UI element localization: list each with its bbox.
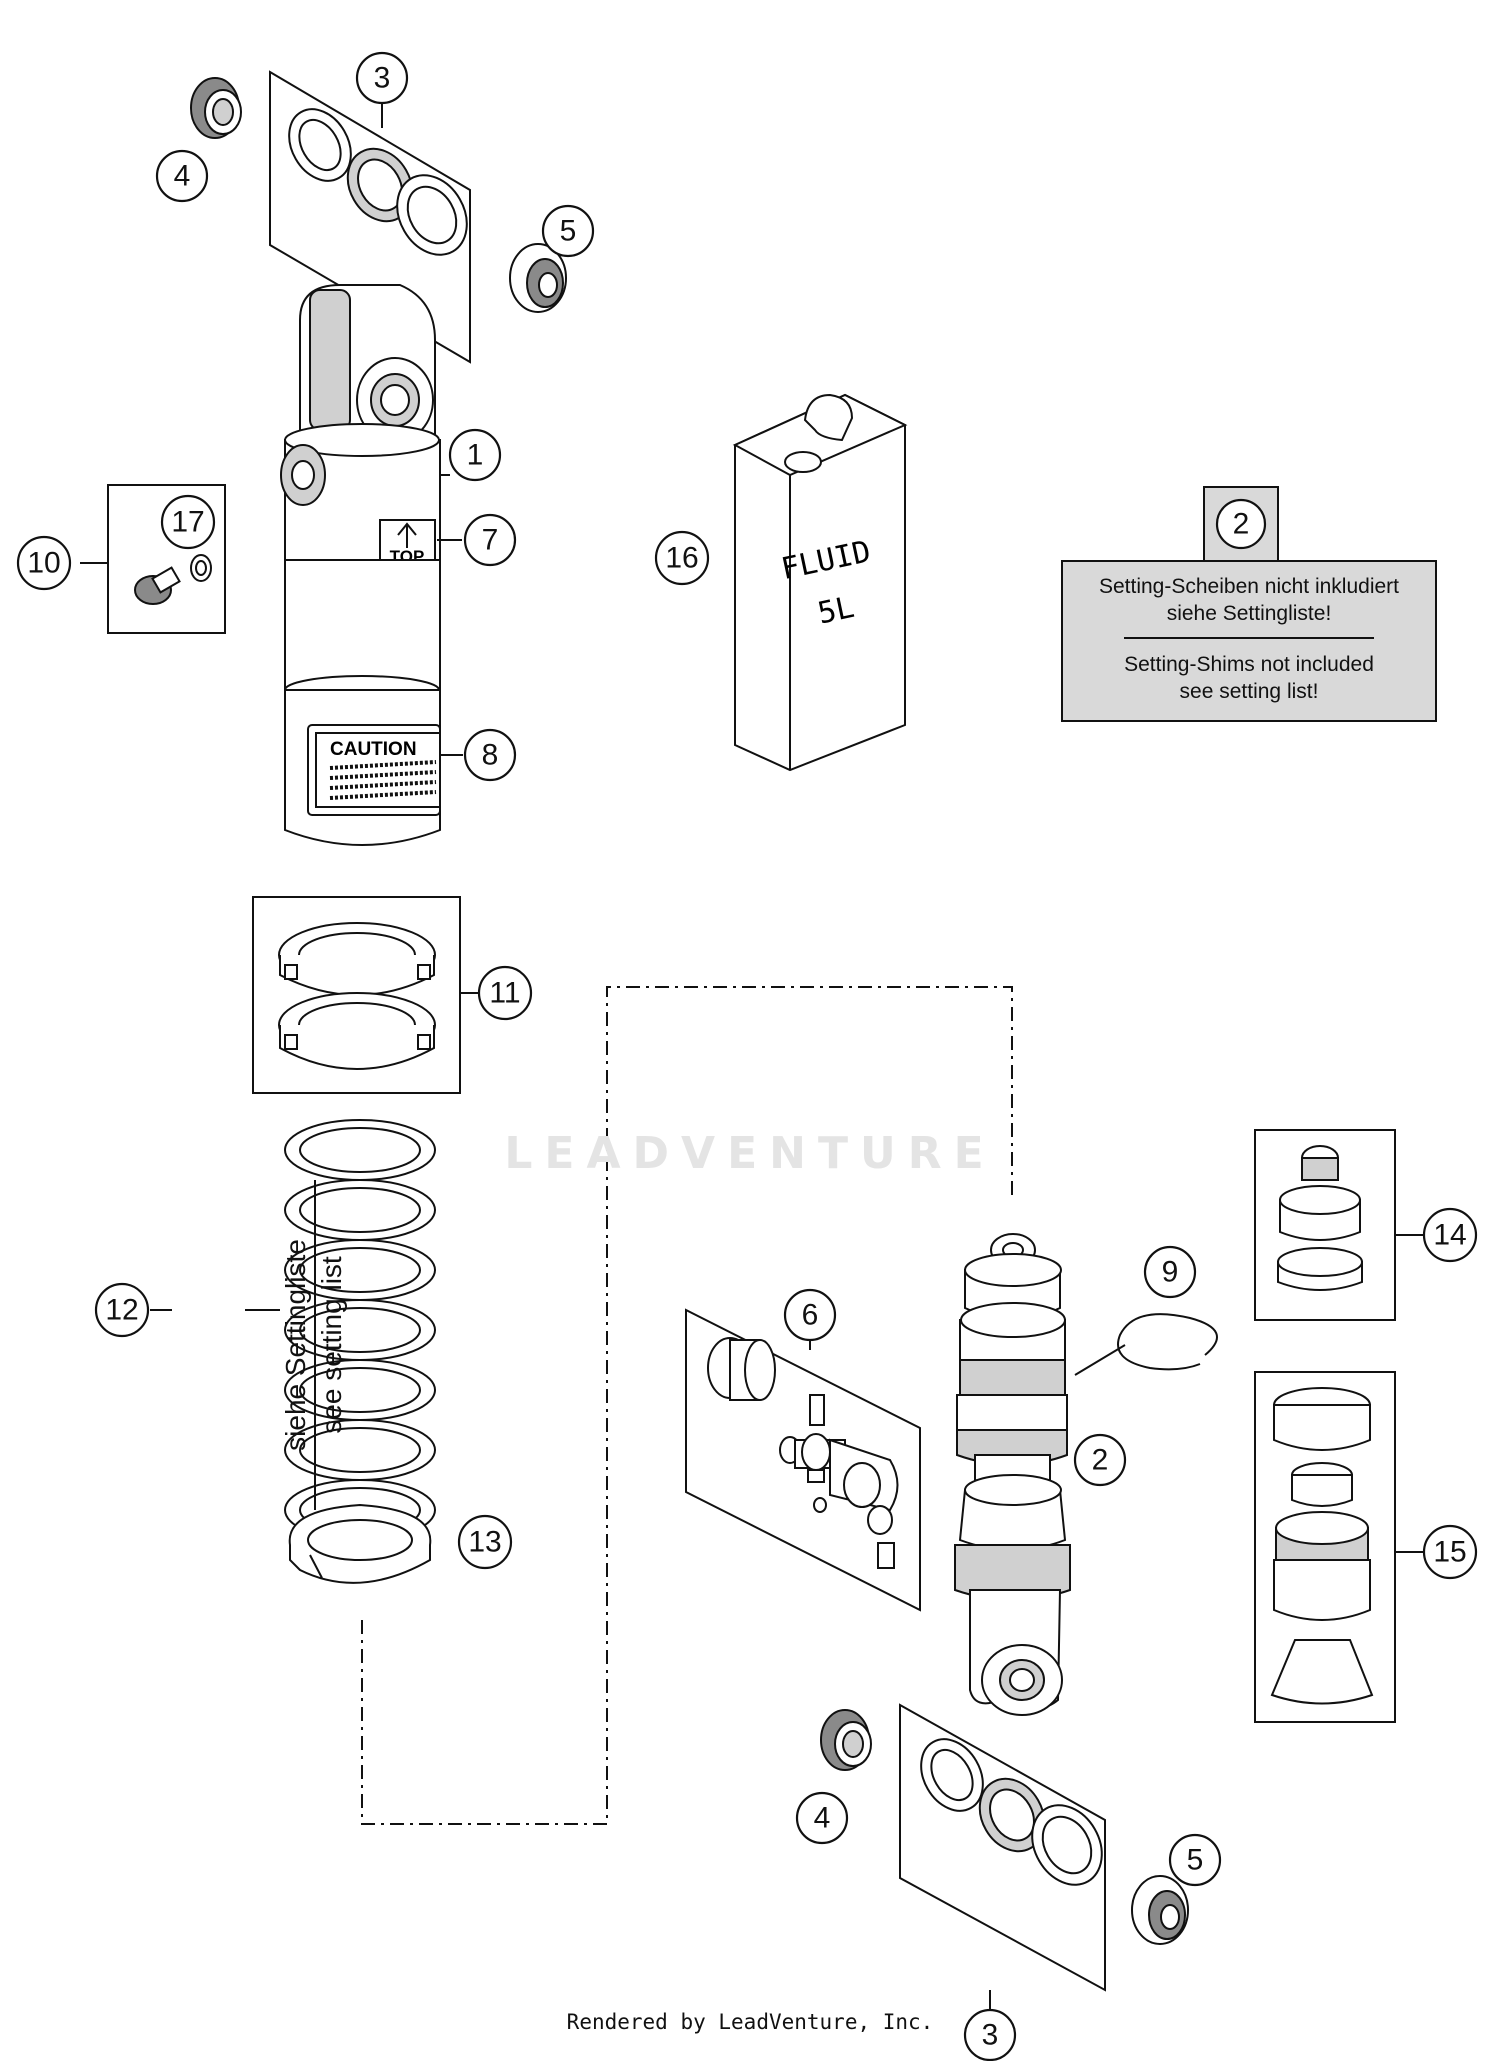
- svg-text:3: 3: [982, 2019, 999, 2052]
- svg-text:2: 2: [1092, 1444, 1109, 1477]
- svg-text:4: 4: [814, 1802, 831, 1835]
- piston-kit-14: [1254, 1129, 1396, 1321]
- spring-seat: [288, 1503, 432, 1584]
- callout-2-damper: 2: [1073, 1433, 1127, 1487]
- callout-6: 6: [783, 1288, 837, 1342]
- setting-note: Setting-Scheiben nicht inkludiert siehe …: [1061, 560, 1437, 722]
- shock-absorber-body: TOP CAUTION: [280, 284, 441, 846]
- svg-text:16: 16: [665, 542, 698, 575]
- spring-label-de: siehe Settingliste: [280, 1180, 316, 1510]
- callout-17: 17: [160, 494, 216, 550]
- callout-7: 7: [463, 513, 517, 567]
- spring-setting-label: siehe Settingliste see setting list: [280, 1180, 350, 1510]
- svg-text:8: 8: [482, 739, 499, 772]
- bushing-4-top: [190, 77, 242, 139]
- note-tab: 2: [1203, 486, 1279, 562]
- fluid-can: FLUID 5L: [732, 393, 908, 772]
- damper-assembly: [954, 1233, 1071, 1716]
- callout-10: 10: [16, 535, 72, 591]
- callout-16: 16: [654, 530, 710, 586]
- piston-kit-15: [1254, 1371, 1396, 1723]
- bearing-kit-top: [269, 70, 471, 364]
- svg-text:3: 3: [374, 62, 391, 95]
- lock-ring-kit: [252, 896, 461, 1094]
- callout-13: 13: [457, 1514, 513, 1570]
- note-de-line1: Setting-Scheiben nicht inkludiert: [1098, 575, 1399, 598]
- callout-8: 8: [463, 728, 517, 782]
- bushing-5-bottom: [1131, 1875, 1189, 1945]
- svg-text:5: 5: [560, 215, 577, 248]
- footer-credit: Rendered by LeadVenture, Inc.: [566, 2010, 934, 2034]
- svg-text:10: 10: [27, 547, 60, 580]
- callout-5-top: 5: [541, 204, 595, 258]
- callout-14: 14: [1422, 1207, 1478, 1263]
- note-en-line2: see setting list!: [1179, 680, 1319, 703]
- bushing-5-top: [509, 243, 567, 313]
- callout-2-note: 2: [1233, 508, 1250, 541]
- bushing-4-bottom: [820, 1709, 872, 1771]
- svg-text:5: 5: [1187, 1844, 1204, 1877]
- callout-4-bottom: 4: [795, 1791, 849, 1845]
- svg-text:14: 14: [1433, 1219, 1466, 1252]
- svg-text:15: 15: [1433, 1536, 1466, 1569]
- svg-text:4: 4: [174, 160, 191, 193]
- bearing-kit-bottom: [899, 1703, 1106, 1992]
- note-en-line1: Setting-Shims not included: [1124, 653, 1374, 676]
- spring-label-en: see setting list: [316, 1256, 347, 1434]
- can-label-line2: 5L: [815, 590, 858, 632]
- caution-label: CAUTION: [330, 739, 417, 760]
- callout-3-top: 3: [355, 51, 409, 105]
- svg-text:9: 9: [1162, 1256, 1179, 1289]
- note-de-line2: siehe Settingliste!: [1166, 602, 1332, 625]
- callout-3-bottom: 3: [963, 2008, 1017, 2061]
- leader-lines: [80, 102, 1423, 2010]
- svg-text:6: 6: [802, 1299, 819, 1332]
- callout-1: 1: [448, 428, 502, 482]
- valve-kit: [685, 1308, 921, 1612]
- callout-15: 15: [1422, 1524, 1478, 1580]
- svg-text:12: 12: [105, 1294, 138, 1327]
- callout-4-top: 4: [155, 149, 209, 203]
- circlip: [1117, 1313, 1218, 1371]
- svg-text:7: 7: [482, 524, 499, 557]
- svg-text:17: 17: [171, 506, 204, 539]
- note-divider: [1124, 637, 1374, 639]
- watermark: LEADVENTURE: [504, 1128, 996, 1179]
- svg-text:11: 11: [489, 977, 520, 1010]
- callout-11: 11: [477, 965, 533, 1021]
- screw-kit-10: [107, 484, 226, 634]
- callout-9: 9: [1143, 1245, 1197, 1299]
- svg-text:1: 1: [467, 439, 484, 472]
- svg-text:13: 13: [468, 1526, 501, 1559]
- callout-5-bottom: 5: [1168, 1833, 1222, 1887]
- callout-12: 12: [94, 1282, 150, 1338]
